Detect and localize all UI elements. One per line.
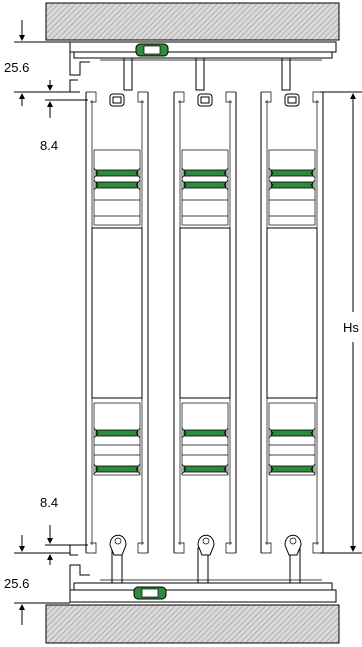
top-wall	[45, 2, 340, 41]
top-gasket	[135, 43, 169, 57]
height-dimension	[320, 91, 362, 554]
bottom-gasket	[133, 586, 167, 600]
sash-panel-left	[85, 91, 149, 556]
left-dimension-lines	[14, 20, 88, 625]
sash-panels	[85, 91, 324, 556]
dim-top-inner: 8.4	[40, 138, 58, 153]
sash-panel-right	[260, 91, 324, 556]
top-track	[69, 41, 337, 93]
bottom-wall	[45, 604, 340, 644]
dim-bottom-outer: 25.6	[4, 576, 29, 591]
dim-top-outer: 25.6	[4, 60, 29, 75]
dim-bottom-inner: 8.4	[40, 495, 58, 510]
sash-panel-middle	[173, 91, 237, 556]
dim-height: Hs	[343, 320, 359, 335]
